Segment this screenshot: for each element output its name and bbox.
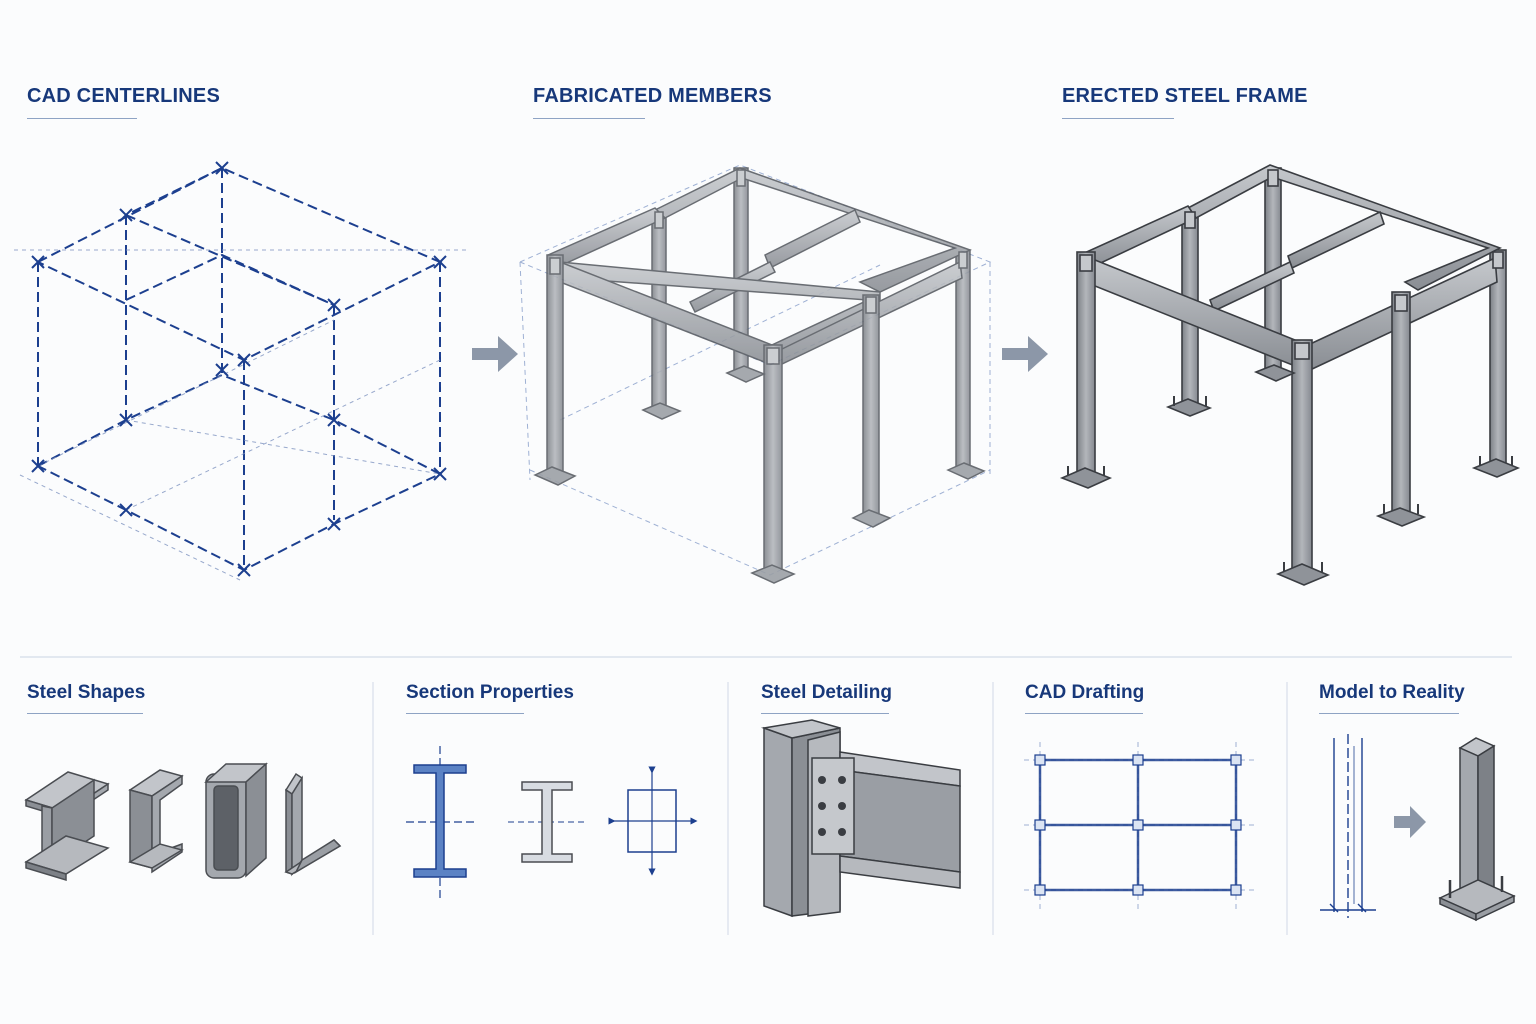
stage-title-underline — [533, 118, 645, 119]
panel-title-section-properties: Section Properties — [406, 682, 574, 703]
panel-title-steel-detailing: Steel Detailing — [761, 682, 892, 703]
fabricated-frame — [533, 167, 986, 584]
hollow-section-icon — [204, 762, 268, 879]
panel-title-underline — [1025, 713, 1143, 714]
arrow-right-icon — [472, 336, 518, 372]
panel-title-cad-drafting: CAD Drafting — [1025, 682, 1145, 703]
erected-steel-frame — [1059, 164, 1521, 586]
rectangular-section-axes-icon — [608, 766, 698, 876]
arrow-right-icon — [1394, 806, 1426, 838]
beam-column-connection-icon — [761, 719, 961, 918]
cad-plan-grid-icon — [1024, 742, 1254, 912]
stage-title-fabricated-members: FABRICATED MEMBERS — [533, 85, 772, 107]
anchor-bolts — [1067, 396, 1513, 572]
wide-flange-beam-icon — [24, 771, 110, 882]
steel-column-3d-icon — [1438, 737, 1516, 922]
cad-centerlines-construction — [14, 249, 470, 581]
cad-centerlines-wireframe — [37, 166, 443, 572]
panel-title-underline — [27, 713, 143, 714]
panel-title-model-to-reality: Model to Reality — [1319, 682, 1465, 703]
column-centerline-drawing-icon — [1320, 734, 1376, 918]
stage-title-underline — [27, 118, 137, 119]
stage-title-cad-centerlines: CAD CENTERLINES — [27, 85, 221, 107]
i-section-hatched-icon — [508, 781, 588, 863]
cad-node-markers — [31, 161, 447, 577]
stage-title-erected-steel-frame: ERECTED STEEL FRAME — [1062, 85, 1308, 107]
angle-section-icon — [284, 772, 342, 877]
panel-title-underline — [761, 713, 889, 714]
stage-title-underline — [1062, 118, 1174, 119]
channel-section-icon — [128, 769, 184, 874]
panel-title-underline — [406, 713, 524, 714]
panel-title-steel-shapes: Steel Shapes — [27, 682, 146, 703]
arrow-right-icon — [1002, 336, 1048, 372]
i-section-blue-icon — [406, 746, 478, 900]
panel-title-underline — [1319, 713, 1459, 714]
